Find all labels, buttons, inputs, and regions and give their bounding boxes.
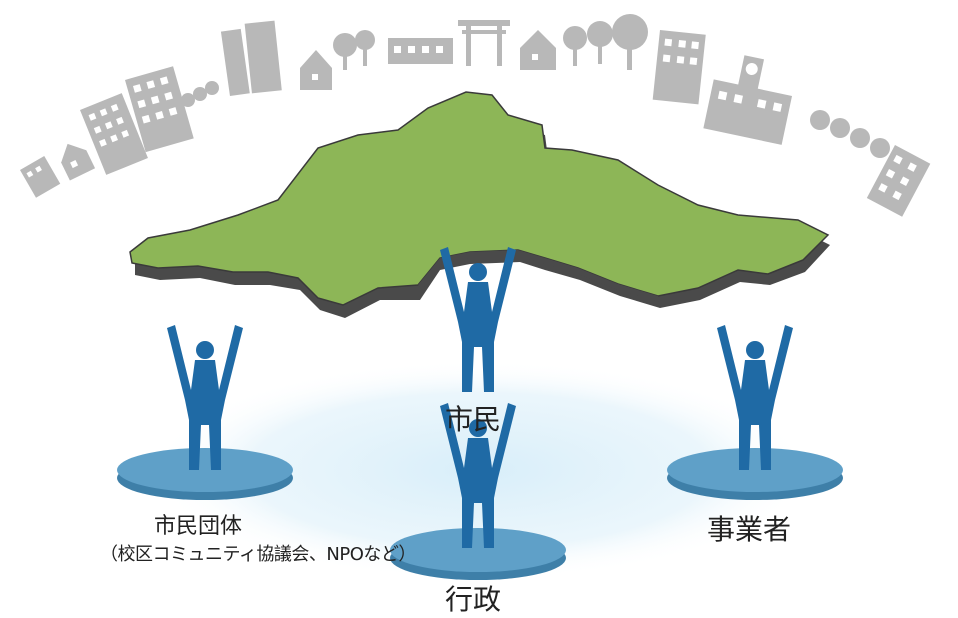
pedestal-icon xyxy=(117,448,843,580)
label-businesses: 事業者 xyxy=(707,513,792,546)
label-government: 行政 xyxy=(445,583,502,616)
city-skyline-icon xyxy=(20,14,931,217)
label-civic-groups-detail: （校区コミュニティ協議会、NPOなど） xyxy=(100,544,416,565)
label-civic-groups: 市民団体 xyxy=(154,514,243,539)
map-icon xyxy=(129,91,830,318)
label-citizen: 市民 xyxy=(445,403,502,436)
